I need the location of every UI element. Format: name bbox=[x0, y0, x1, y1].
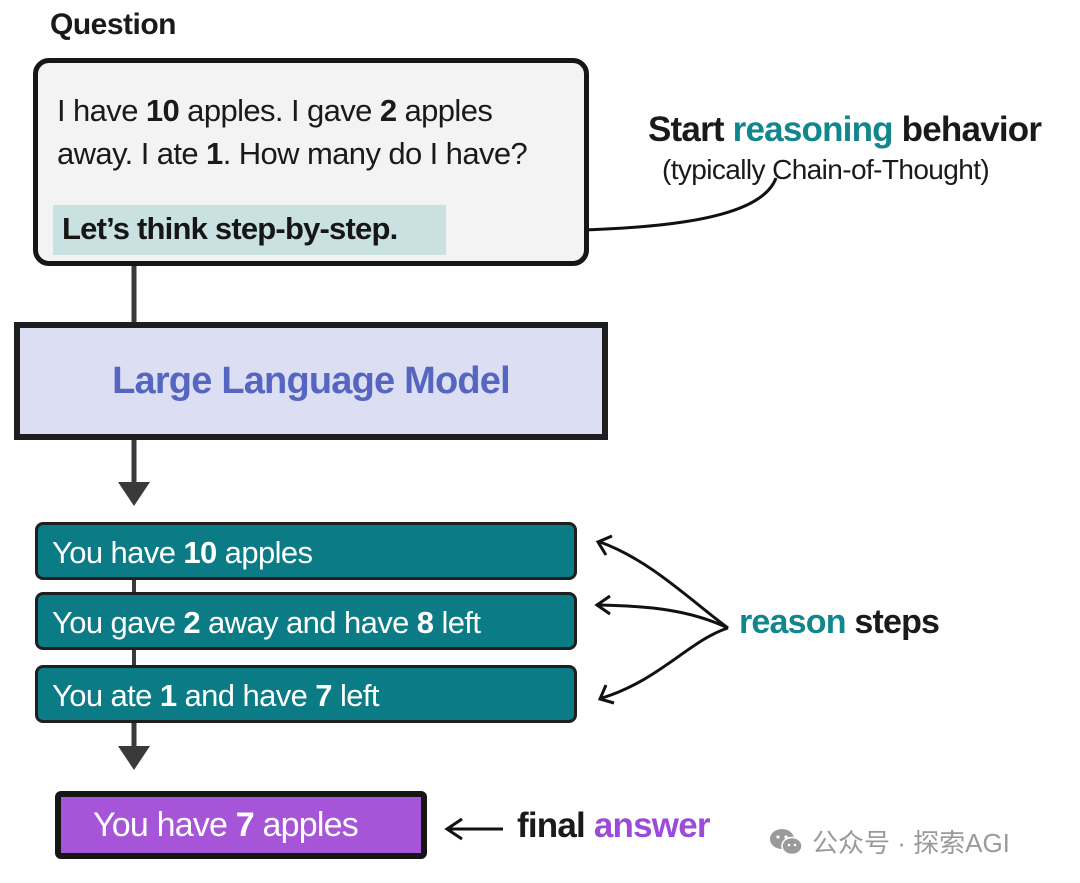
reason-arrow-2 bbox=[597, 603, 729, 630]
answer-number: 7 bbox=[235, 806, 255, 844]
reason-steps-highlight: reason bbox=[739, 603, 847, 641]
final-answer-arrowhead bbox=[444, 817, 463, 841]
answer-text: apples bbox=[253, 806, 359, 844]
step-number: 8 bbox=[416, 605, 434, 640]
question-line-1-number: 2 bbox=[379, 93, 397, 128]
question-line-2-number: 1 bbox=[206, 136, 223, 171]
step-text: left bbox=[433, 605, 481, 640]
question-line-1-part: I have bbox=[57, 93, 146, 128]
wechat-icon bbox=[770, 828, 803, 855]
start-reasoning-label: Start reasoning behavior bbox=[648, 110, 1042, 150]
step-text: away and have bbox=[200, 605, 417, 640]
reason-step-3: You ate 1 and have 7 left bbox=[35, 665, 577, 723]
final-answer-highlight: answer bbox=[593, 806, 711, 845]
watermark: 公众号 · 探索AGI bbox=[768, 823, 1010, 860]
step-text: You have bbox=[52, 535, 184, 570]
step-text: and have bbox=[176, 678, 316, 713]
reason-steps-post: steps bbox=[845, 603, 940, 641]
reason-arrow-1 bbox=[599, 540, 729, 630]
question-line-1-number: 10 bbox=[145, 93, 180, 128]
step-number: 7 bbox=[315, 678, 332, 713]
question-line-1-part: apples bbox=[396, 93, 493, 128]
question-line-2-part: . How many do I have? bbox=[222, 136, 528, 171]
step-text: You ate bbox=[52, 678, 160, 713]
step-text: left bbox=[331, 678, 380, 713]
step-number: 2 bbox=[183, 605, 201, 640]
watermark-text: 公众号 · 探索AGI bbox=[812, 828, 1010, 858]
question-heading: Question bbox=[50, 8, 177, 41]
question-line-2: away. I ate 1. How many do I have? bbox=[57, 132, 582, 175]
start-reasoning-subtitle: (typically Chain-of-Thought) bbox=[662, 154, 990, 185]
reason-arrowhead-2 bbox=[594, 594, 611, 616]
reason-arrowhead-1 bbox=[595, 534, 613, 556]
question-text: I have 10 apples. I gave 2 apples away. … bbox=[57, 89, 582, 175]
reason-arrow-3 bbox=[601, 626, 729, 700]
final-answer-box: You have 7 apples bbox=[55, 791, 427, 859]
question-line-1: I have 10 apples. I gave 2 apples bbox=[57, 89, 582, 132]
answer-text: You have bbox=[93, 806, 236, 844]
step-number: 10 bbox=[183, 535, 217, 570]
step-text: apples bbox=[216, 535, 313, 570]
question-line-1-part: apples. I gave bbox=[179, 93, 380, 128]
question-line-2-part: away. I ate bbox=[57, 136, 207, 171]
steps-to-answer-arrowhead bbox=[118, 746, 150, 770]
start-reasoning-post: behavior bbox=[892, 110, 1042, 149]
reason-step-2: You gave 2 away and have 8 left bbox=[35, 592, 577, 650]
final-answer-pre: final bbox=[517, 806, 594, 845]
step-text: You gave bbox=[52, 605, 184, 640]
model-to-steps-arrowhead bbox=[118, 482, 150, 506]
llm-label: Large Language Model bbox=[112, 359, 511, 402]
start-reasoning-pre: Start bbox=[648, 110, 733, 149]
step-number: 1 bbox=[159, 678, 177, 713]
final-answer-label: final answer bbox=[517, 806, 711, 846]
question-box: I have 10 apples. I gave 2 apples away. … bbox=[33, 58, 589, 266]
reason-steps-label: reason steps bbox=[739, 603, 940, 642]
llm-box: Large Language Model bbox=[14, 322, 608, 440]
reason-arrowhead-3 bbox=[597, 684, 615, 705]
reason-step-1: You have 10 apples bbox=[35, 522, 577, 580]
step-by-step-prompt: Let’s think step-by-step. bbox=[53, 205, 446, 255]
start-reasoning-highlight: reasoning bbox=[732, 110, 894, 149]
